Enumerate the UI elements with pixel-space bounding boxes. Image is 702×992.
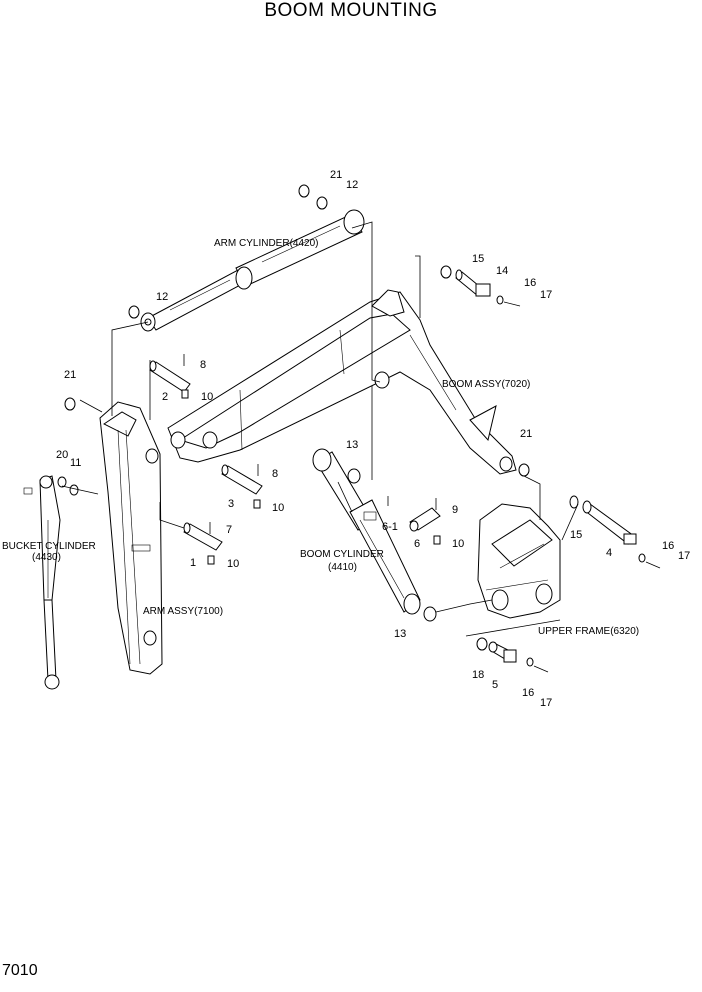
upper-frame-label: UPPER FRAME(6320) [538, 626, 639, 637]
callout-20: 20 [56, 449, 68, 461]
arm-cylinder-label: ARM CYLINDER(4420) [214, 238, 318, 249]
callout-9: 9 [452, 504, 458, 516]
callout-12-top: 12 [346, 179, 358, 191]
callout-8-top: 8 [200, 359, 206, 371]
callout-17-top: 17 [540, 289, 552, 301]
callout-2: 2 [162, 391, 168, 403]
callout-11: 11 [70, 457, 81, 469]
pin-3 [221, 464, 263, 495]
callout-10-b: 10 [272, 502, 284, 514]
pin-4 [582, 500, 637, 545]
page-number: 7010 [2, 962, 38, 979]
callout-10-c: 10 [227, 558, 239, 570]
washers-and-bolts [57, 184, 661, 673]
callout-12-left: 12 [156, 291, 168, 303]
callout-14: 14 [496, 265, 508, 277]
callout-3: 3 [228, 498, 234, 510]
callout-10-d: 10 [452, 538, 464, 550]
boom-assy-drawing [167, 289, 517, 475]
callout-15-top: 15 [472, 253, 484, 265]
callout-18: 18 [472, 669, 484, 681]
callout-10-a: 10 [201, 391, 213, 403]
callout-21-left: 21 [64, 369, 76, 381]
callout-17-low: 17 [540, 697, 552, 709]
bucket-cylinder-drawing [23, 475, 61, 690]
arm-assy-label: ARM ASSY(7100) [143, 606, 223, 617]
callout-4: 4 [606, 547, 612, 559]
upper-frame-drawing [477, 503, 561, 619]
callout-8-mid: 8 [272, 468, 278, 480]
boom-cylinder-drawing [312, 448, 421, 615]
pin-1 [183, 522, 223, 551]
pin-14 [455, 269, 491, 297]
bucket-cylinder-code: (4430) [32, 552, 61, 563]
bucket-cylinder-label: BUCKET CYLINDER [2, 541, 96, 552]
callout-13-mid: 13 [346, 439, 358, 451]
callout-16-low: 16 [522, 687, 534, 699]
leader-lines [61, 221, 579, 637]
arm-cylinder-drawing [140, 209, 365, 332]
callout-6-1: 6-1 [382, 521, 398, 533]
boom-cylinder-code: (4410) [328, 562, 357, 573]
callout-5: 5 [492, 679, 498, 691]
boom-cylinder-label: BOOM CYLINDER [300, 549, 384, 560]
callout-16-top: 16 [524, 277, 536, 289]
callout-1: 1 [190, 557, 196, 569]
pin-6 [409, 507, 441, 532]
callout-21-right: 21 [520, 428, 532, 440]
callout-17-right: 17 [678, 550, 690, 562]
callout-13-low: 13 [394, 628, 406, 640]
page-title: BOOM MOUNTING [264, 0, 438, 21]
callout-15-right: 15 [570, 529, 582, 541]
arm-assy-drawing [99, 401, 163, 675]
callout-6: 6 [414, 538, 420, 550]
callout-7: 7 [226, 524, 232, 536]
callout-21-top: 21 [330, 169, 342, 181]
boom-assy-label: BOOM ASSY(7020) [442, 379, 530, 390]
pin-5 [488, 641, 517, 663]
callout-16-right: 16 [662, 540, 674, 552]
